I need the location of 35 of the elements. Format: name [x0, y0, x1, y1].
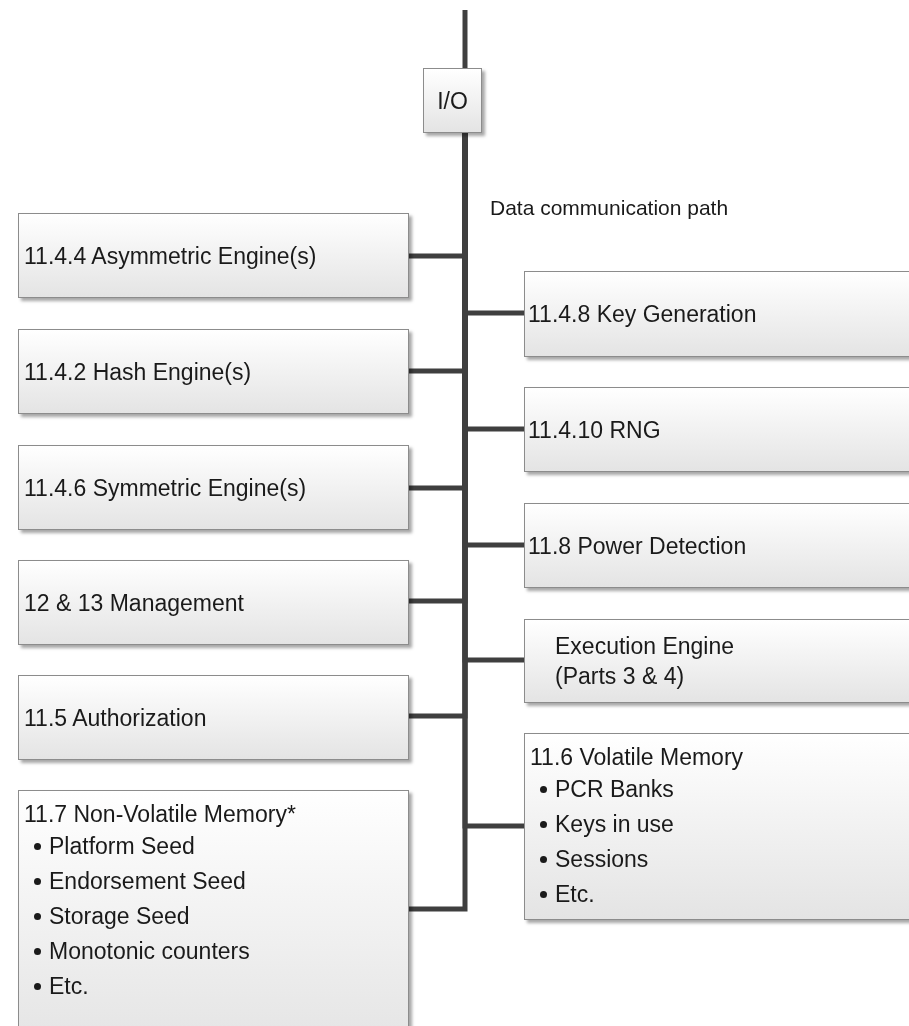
component-box — [524, 619, 909, 703]
box-title: 11.4.2 Hash Engine(s) — [24, 357, 253, 387]
box-title: 11.8 Power Detection — [528, 531, 748, 561]
bullet-item: Sessions — [540, 842, 909, 877]
bullet-item: Etc. — [34, 969, 408, 1004]
component-box — [524, 503, 909, 588]
box-title: 11.4.4 Asymmetric Engine(s) — [24, 241, 318, 271]
path-label: Data communication path — [490, 195, 729, 221]
box-title: 11.4.8 Key Generation — [528, 300, 758, 329]
bullet-item: Etc. — [540, 877, 909, 912]
component-box — [18, 445, 409, 530]
box-title: 11.4.6 Symmetric Engine(s) — [24, 473, 308, 503]
component-box — [423, 68, 482, 133]
bullet-item: Endorsement Seed — [34, 864, 408, 899]
bullet-item: PCR Banks — [540, 772, 909, 807]
box-title: I/O — [437, 86, 468, 116]
box-title: 12 & 13 Management — [24, 588, 245, 618]
box-title: Execution Engine (Parts 3 & 4) — [555, 632, 735, 691]
component-box — [524, 271, 909, 357]
box-title: 11.6 Volatile Memory — [530, 743, 745, 772]
bullet-item: Keys in use — [540, 807, 909, 842]
component-box — [18, 213, 409, 298]
bullet-item: Monotonic counters — [34, 934, 408, 969]
box-title: 11.7 Non-Volatile Memory* — [24, 800, 297, 829]
box-title: 11.4.10 RNG — [528, 415, 662, 445]
component-box — [18, 329, 409, 414]
box-title: 11.5 Authorization — [24, 703, 208, 733]
component-box — [18, 675, 409, 760]
component-box — [18, 790, 409, 1026]
component-box — [524, 733, 909, 920]
bullet-item: Platform Seed — [34, 829, 408, 864]
component-box — [18, 560, 409, 645]
bullet-item: Storage Seed — [34, 899, 408, 934]
connector-line — [462, 10, 468, 68]
component-box — [524, 387, 909, 472]
